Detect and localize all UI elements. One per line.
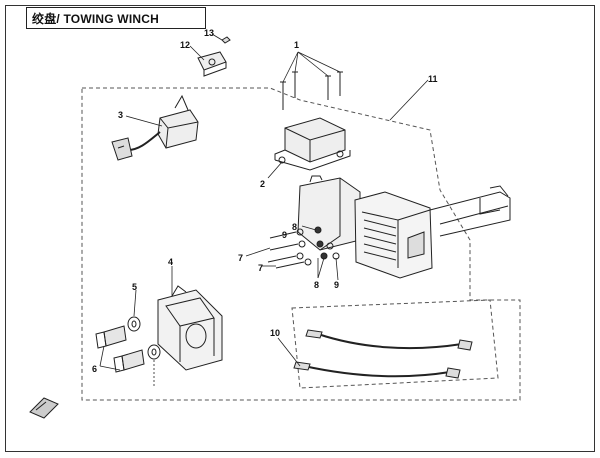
callout-13: 13	[204, 28, 215, 38]
winch-drum	[354, 191, 433, 279]
title-box	[26, 7, 206, 29]
leader-lines	[99, 33, 429, 386]
mounting-rail	[429, 185, 511, 237]
callout-10: 10	[270, 328, 281, 338]
part-3-contactor	[111, 94, 199, 161]
part-5-washer	[127, 316, 161, 360]
part-1-bolts	[280, 71, 343, 110]
callout-7b: 7	[258, 263, 264, 273]
callout-1: 1	[294, 40, 300, 50]
page-title: 绞盘/ TOWING WINCH	[32, 12, 159, 26]
callout-11: 11	[428, 74, 438, 84]
callout-9b: 9	[334, 280, 340, 290]
winch-motor	[297, 175, 361, 251]
callout-12: 12	[180, 40, 191, 50]
callout-4: 4	[168, 257, 174, 267]
assembly-dashed-boundary	[81, 87, 521, 401]
part-6-bolt	[95, 325, 145, 373]
part-2-control-box	[274, 117, 351, 171]
callout-3: 3	[118, 110, 124, 120]
callout-7a: 7	[238, 253, 244, 263]
callout-8a: 8	[292, 222, 298, 232]
part-4-fairlead	[157, 285, 223, 371]
part-10-cables	[291, 299, 499, 389]
part-12-bracket	[197, 51, 227, 77]
front-direction-icon	[29, 397, 59, 419]
callout-2: 2	[260, 179, 266, 189]
callout-6: 6	[92, 364, 98, 374]
callout-8b: 8	[314, 280, 320, 290]
part-13-screw	[221, 36, 231, 44]
callout-9a: 9	[282, 230, 288, 240]
callout-5: 5	[132, 282, 138, 292]
diagram-frame	[5, 5, 595, 452]
parts-7-8-9-fasteners	[267, 226, 340, 269]
